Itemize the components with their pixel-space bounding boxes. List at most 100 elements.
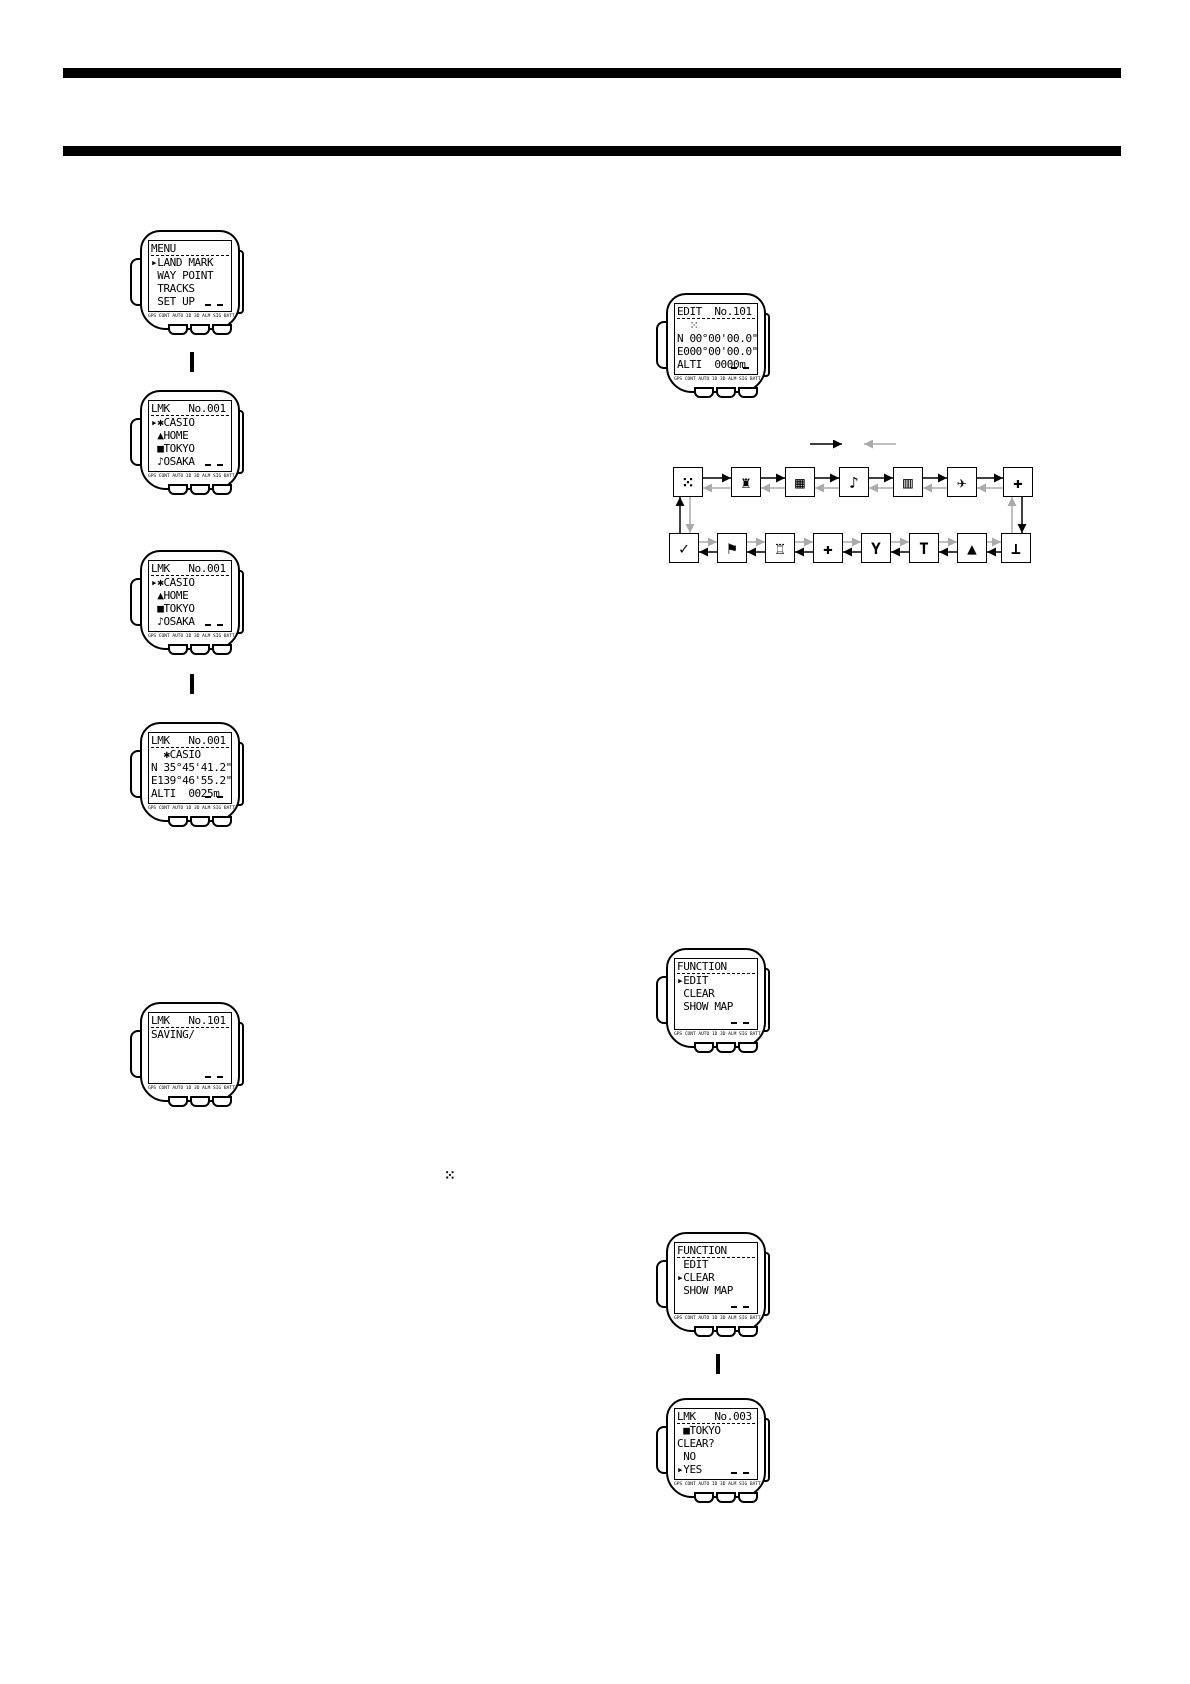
- bottom-button-center[interactable]: [190, 484, 210, 495]
- bottom-button-left[interactable]: [168, 816, 188, 827]
- lcd-line: ■TOKYO: [151, 442, 195, 455]
- lcd-screen: LMK No.001▸✱CASIO ▲HOME ■TOKYO ♪OSAKA: [148, 400, 232, 472]
- bottom-button-left[interactable]: [168, 644, 188, 655]
- bottom-button-center[interactable]: [190, 644, 210, 655]
- bottom-button-left[interactable]: [694, 387, 714, 398]
- lcd-line: ▸✱CASIO: [151, 576, 195, 589]
- bottom-button-right[interactable]: [212, 1096, 232, 1107]
- icon-box: ⁙: [673, 467, 703, 497]
- watch-edit: EDIT No.101 ⁙N 00°00'00.0"E000°00'00.0"A…: [650, 293, 780, 405]
- lcd-screen: FUNCTION EDIT▸CLEAR SHOW MAP: [674, 1242, 758, 1314]
- lcd-line: LMK No.003: [677, 1410, 755, 1424]
- lcd-line: EDIT No.101: [677, 305, 755, 319]
- cycle-arrows: [675, 440, 1027, 557]
- lcd-line: SHOW MAP: [677, 1284, 734, 1297]
- button-labels: GPS CONT AUTO 1D 3D ALM SIG BATT: [148, 806, 235, 811]
- lcd-line: ♪OSAKA: [151, 455, 195, 468]
- icon-box: ✚: [1003, 467, 1033, 497]
- bottom-button-right[interactable]: [738, 1492, 758, 1503]
- bottom-button-right[interactable]: [212, 816, 232, 827]
- bottom-button-left[interactable]: [694, 1326, 714, 1337]
- lcd-line: NO: [677, 1450, 696, 1463]
- lcd-line: LMK No.001: [151, 562, 229, 576]
- lcd-screen: MENU▸LAND MARK WAY POINT TRACKS SET UP: [148, 240, 232, 312]
- lcd-line: TRACKS: [151, 282, 195, 295]
- icon-box: ▲: [957, 533, 987, 563]
- bottom-button-center[interactable]: [716, 387, 736, 398]
- lcd-cursor: [205, 464, 223, 468]
- lcd-line: E000°00'00.0": [677, 345, 758, 358]
- lcd-line: SET UP: [151, 295, 195, 308]
- bottom-button-right[interactable]: [738, 1326, 758, 1337]
- second-rule: [63, 146, 1121, 156]
- lcd-line: SAVING/: [151, 1028, 195, 1041]
- bottom-button-center[interactable]: [716, 1042, 736, 1053]
- lcd-line: FUNCTION: [677, 960, 755, 974]
- bottom-button-right[interactable]: [738, 1042, 758, 1053]
- lcd-line: ■TOKYO: [151, 602, 195, 615]
- lcd-line: N 00°00'00.0": [677, 332, 758, 345]
- icon-box: ✈: [947, 467, 977, 497]
- bottom-button-right[interactable]: [212, 484, 232, 495]
- button-labels: GPS CONT AUTO 1D 3D ALM SIG BATT: [148, 314, 235, 319]
- lcd-line: ▸EDIT: [677, 974, 709, 987]
- button-labels: GPS CONT AUTO 1D 3D ALM SIG BATT: [148, 634, 235, 639]
- icon-box: ♖: [765, 533, 795, 563]
- lcd-line: LMK No.001: [151, 734, 229, 748]
- lcd-cursor: [205, 1076, 223, 1080]
- lcd-line: E139°46'55.2": [151, 774, 232, 787]
- bottom-button-right[interactable]: [212, 644, 232, 655]
- watch-function-clear: FUNCTION EDIT▸CLEAR SHOW MAP GPS CONT AU…: [650, 1232, 780, 1344]
- icon-box: ⊥: [1001, 533, 1031, 563]
- bottom-button-right[interactable]: [212, 324, 232, 335]
- lcd-line: ▲HOME: [151, 429, 189, 442]
- lcd-line: WAY POINT: [151, 269, 214, 282]
- icon-box: ▥: [893, 467, 923, 497]
- lcd-line: ▸YES: [677, 1463, 702, 1476]
- bottom-button-center[interactable]: [190, 1096, 210, 1107]
- bottom-button-center[interactable]: [190, 324, 210, 335]
- lcd-line: CLEAR?: [677, 1437, 715, 1450]
- lcd-line: [151, 1041, 229, 1054]
- lcd-line: ✱CASIO: [151, 748, 201, 761]
- lcd-line: CLEAR: [677, 987, 715, 1000]
- icon-box: Y: [861, 533, 891, 563]
- lcd-line: FUNCTION: [677, 1244, 755, 1258]
- bottom-button-left[interactable]: [694, 1492, 714, 1503]
- connector-3: [716, 1354, 720, 1374]
- button-labels: GPS CONT AUTO 1D 3D ALM SIG BATT: [674, 1032, 761, 1037]
- lcd-line: ▸✱CASIO: [151, 416, 195, 429]
- bottom-button-right[interactable]: [738, 387, 758, 398]
- lcd-screen: EDIT No.101 ⁙N 00°00'00.0"E000°00'00.0"A…: [674, 303, 758, 375]
- bottom-button-left[interactable]: [168, 1096, 188, 1107]
- lcd-cursor: [731, 1022, 749, 1026]
- lcd-cursor: [205, 796, 223, 800]
- lcd-line: LMK No.101: [151, 1014, 229, 1028]
- bottom-button-left[interactable]: [694, 1042, 714, 1053]
- icon-box: T: [909, 533, 939, 563]
- bottom-button-center[interactable]: [716, 1492, 736, 1503]
- button-labels: GPS CONT AUTO 1D 3D ALM SIG BATT: [674, 377, 761, 382]
- lcd-screen: FUNCTION▸EDIT CLEAR SHOW MAP: [674, 958, 758, 1030]
- lcd-line: LMK No.001: [151, 402, 229, 416]
- lcd-line: SHOW MAP: [677, 1000, 734, 1013]
- lcd-line: ▲HOME: [151, 589, 189, 602]
- lcd-line: ▸CLEAR: [677, 1271, 715, 1284]
- icon-box: ♪: [839, 467, 869, 497]
- lcd-line: ⁙: [677, 319, 699, 332]
- bottom-button-center[interactable]: [190, 816, 210, 827]
- bottom-button-center[interactable]: [716, 1326, 736, 1337]
- icon-box: ⚑: [717, 533, 747, 563]
- bottom-button-left[interactable]: [168, 484, 188, 495]
- bottom-button-left[interactable]: [168, 324, 188, 335]
- lcd-line: [151, 1054, 229, 1067]
- lcd-line: EDIT: [677, 1258, 709, 1271]
